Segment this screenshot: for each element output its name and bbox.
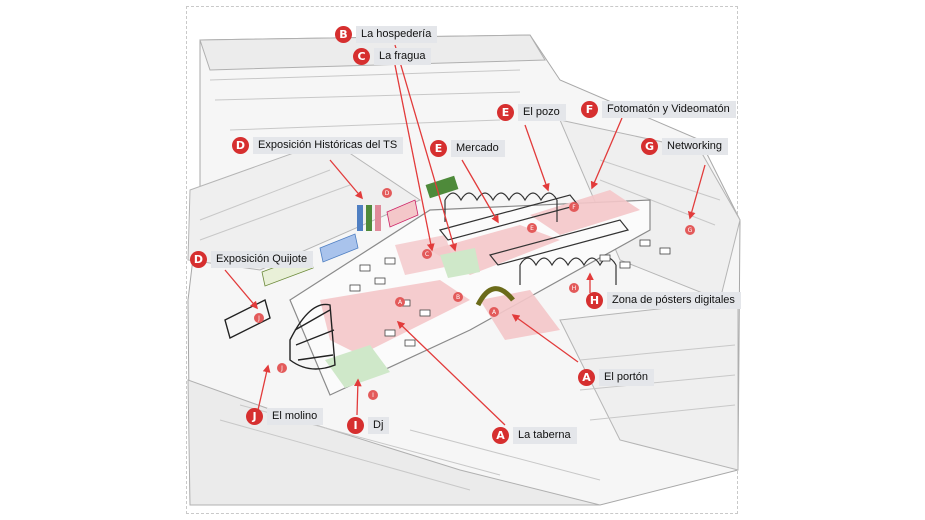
plan-marker-letter: F	[572, 204, 576, 211]
plan-marker-letter: J	[280, 365, 283, 372]
badge-letter: J	[246, 408, 263, 425]
plan-marker-letter: H	[572, 285, 577, 292]
panel-exposicion-blue	[319, 233, 359, 263]
leader-quijote	[224, 269, 259, 310]
label-mercado: E Mercado	[430, 140, 505, 157]
label-porton: A El portón	[578, 369, 655, 386]
label-text: El pozo	[518, 104, 566, 121]
leader-porton	[511, 314, 579, 363]
label-fragua: C La fragua	[353, 48, 432, 65]
plan-marker-letter: E	[530, 225, 534, 232]
label-text: Exposición Históricas del TS	[253, 137, 404, 154]
leader-exposicion-ts	[329, 159, 364, 200]
plan-marker-letter: A	[492, 309, 497, 316]
badge-letter: D	[232, 137, 249, 154]
label-quijote: D Exposición Quijote	[190, 251, 314, 268]
leader-pozo	[524, 124, 550, 192]
label-text: El molino	[267, 408, 324, 425]
zone-taberna	[320, 280, 470, 355]
label-exposicion-ts: D Exposición Históricas del TS	[232, 137, 404, 154]
badge-letter: B	[335, 26, 352, 43]
label-text: Exposición Quijote	[211, 251, 314, 268]
badge-letter: A	[492, 427, 509, 444]
label-text: Zona de pósters digitales	[607, 292, 741, 309]
badge-letter: H	[586, 292, 603, 309]
label-text: Dj	[368, 417, 390, 434]
badge-letter: G	[641, 138, 658, 155]
plan-marker-letter: I	[372, 392, 374, 399]
leader-fotomaton	[590, 117, 623, 190]
zone-dj	[325, 345, 390, 388]
plan-marker-letter: B	[456, 294, 460, 301]
label-text: Networking	[662, 138, 729, 155]
label-text: Fotomatón y Videomatón	[602, 101, 736, 118]
plan-marker-letter: A	[398, 299, 403, 306]
plan-marker-letter: C	[425, 251, 429, 258]
plan-marker-letter: G	[688, 227, 693, 234]
label-text: Mercado	[451, 140, 505, 157]
label-fotomaton: F Fotomatón y Videomatón	[581, 101, 736, 118]
plan-marker-letter: D	[385, 190, 390, 197]
badge-letter: A	[578, 369, 595, 386]
leader-hospederia	[394, 44, 457, 252]
label-dj: I Dj	[347, 417, 390, 434]
porton-arch	[475, 286, 515, 307]
panel-exposicion-ts-3	[375, 205, 381, 231]
badge-letter: E	[430, 140, 447, 157]
badge-letter: E	[497, 104, 514, 121]
plan-marker-letter: J	[257, 315, 260, 322]
label-networking: G Networking	[641, 138, 729, 155]
panel-exposicion-green	[425, 175, 459, 199]
label-text: La hospedería	[356, 26, 438, 43]
taberna-tables	[349, 239, 671, 347]
label-text: El portón	[599, 369, 655, 386]
badge-letter: F	[581, 101, 598, 118]
label-posters: H Zona de pósters digitales	[586, 292, 741, 309]
badge-letter: D	[190, 251, 207, 268]
label-text: La taberna	[513, 427, 577, 444]
zone-pozo	[530, 190, 640, 235]
leader-fragua	[394, 64, 435, 252]
label-taberna: A La taberna	[492, 427, 577, 444]
label-hospederia: B La hospedería	[335, 26, 438, 43]
label-pozo: E El pozo	[497, 104, 566, 121]
leader-mercado	[461, 159, 499, 224]
leader-taberna	[396, 320, 506, 426]
leader-molino	[257, 364, 271, 411]
leader-networking	[687, 164, 706, 220]
zone-hospederia	[440, 248, 480, 278]
panel-exposicion-pink	[386, 199, 419, 228]
label-text: La fragua	[374, 48, 432, 65]
badge-letter: C	[353, 48, 370, 65]
badge-letter: I	[347, 417, 364, 434]
panel-exposicion-ts-2	[366, 205, 372, 231]
leader-lines	[224, 44, 706, 426]
label-molino: J El molino	[246, 408, 324, 425]
leader-dj	[353, 378, 362, 416]
panel-exposicion-ts-1	[357, 205, 363, 231]
